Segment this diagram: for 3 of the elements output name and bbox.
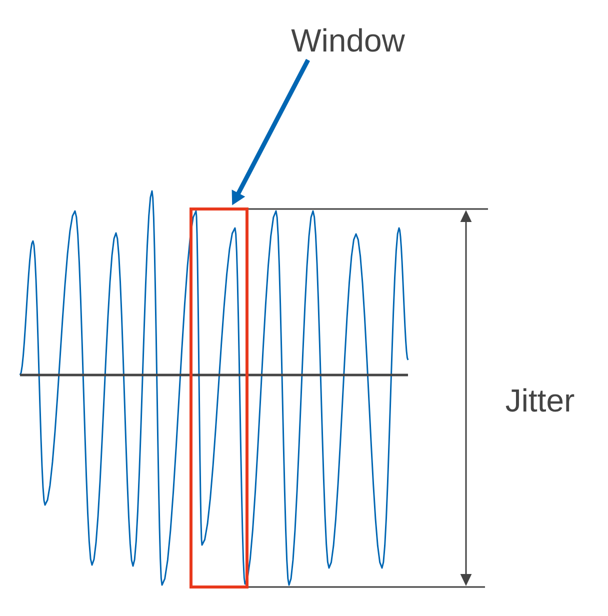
window-box — [190, 208, 248, 588]
callout-label: Window — [291, 28, 405, 52]
dimension-label: Jitter — [506, 388, 574, 412]
